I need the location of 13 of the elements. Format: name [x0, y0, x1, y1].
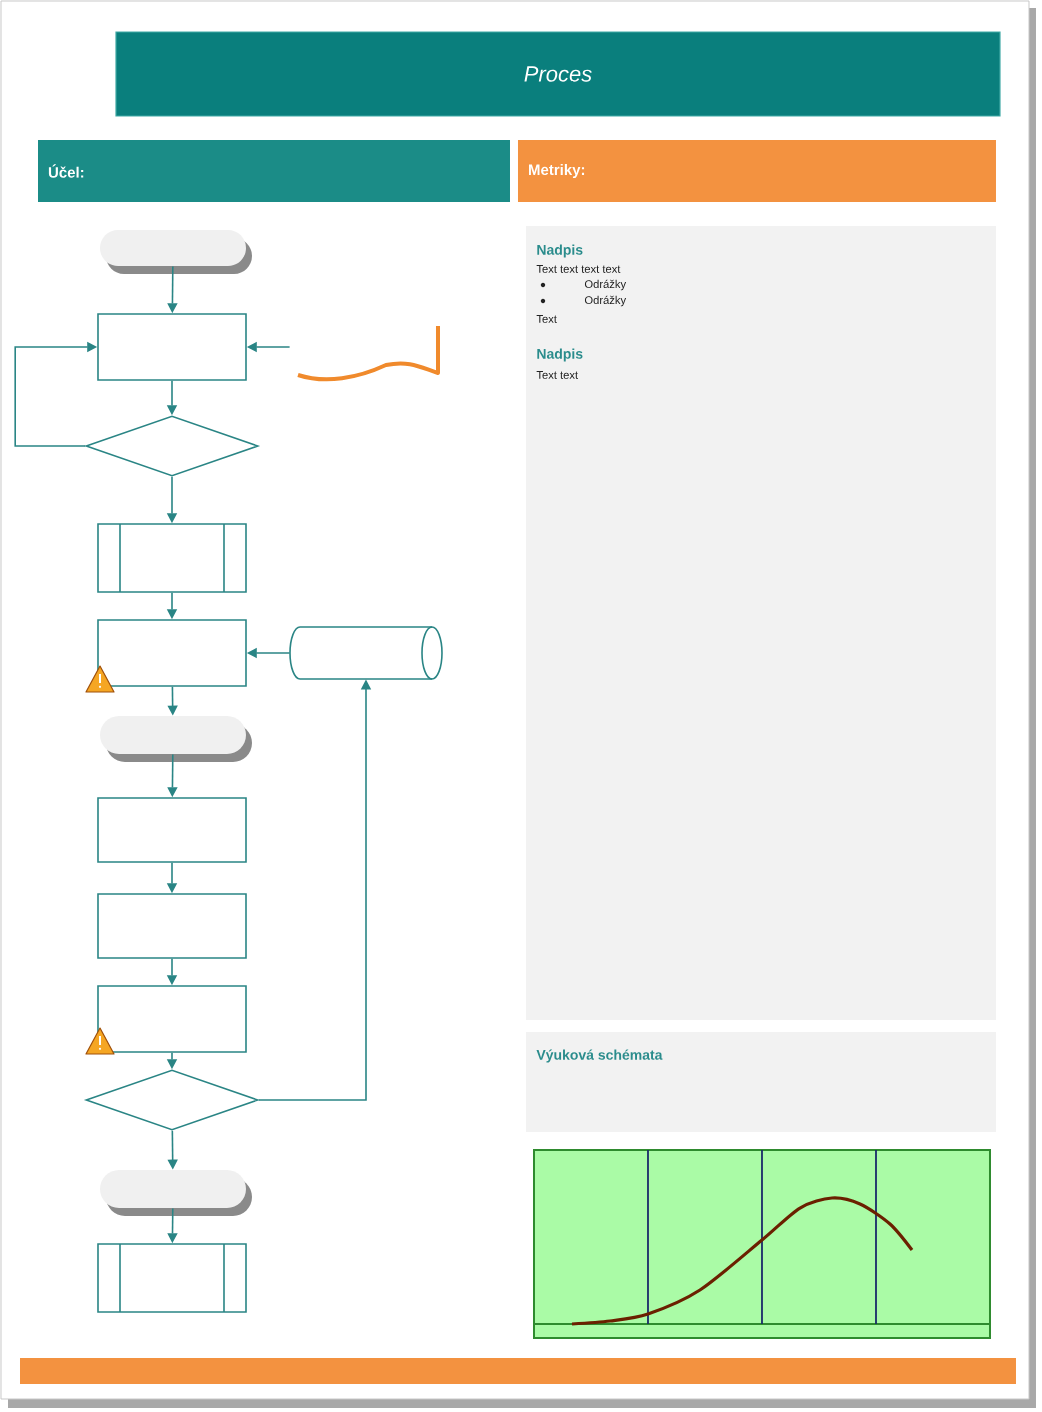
process-box	[97, 619, 247, 687]
terminator-pill	[100, 716, 252, 762]
document-shape	[297, 326, 440, 382]
title-band: Proces	[115, 31, 1001, 117]
predefined-process-box	[97, 523, 247, 593]
terminator-pill	[100, 1170, 252, 1216]
process-box	[97, 313, 247, 381]
process-box	[97, 893, 247, 959]
terminator-pill	[100, 230, 252, 274]
database-cylinder	[289, 626, 443, 680]
process-box	[97, 797, 247, 863]
process-box	[97, 985, 247, 1053]
predefined-process-box	[97, 1243, 247, 1313]
